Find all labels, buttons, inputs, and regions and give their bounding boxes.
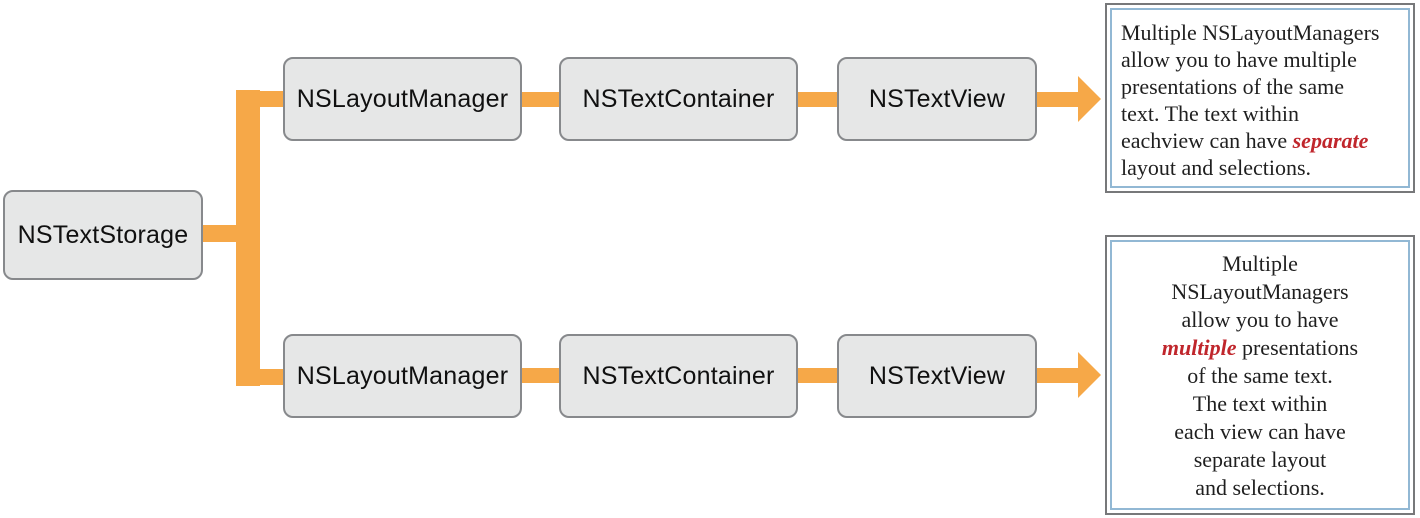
- connector-branch-top: [236, 91, 284, 107]
- note-line: The text within: [1192, 391, 1328, 416]
- note-line: of the same text.: [1187, 363, 1333, 388]
- arrow-bottom-shaft: [1036, 368, 1079, 383]
- note-line: allow you to have: [1181, 307, 1339, 332]
- node-nstextstorage: NSTextStorage: [3, 190, 203, 280]
- note-line: multiple presentations: [1161, 335, 1359, 360]
- note-line: Multiple: [1222, 251, 1298, 276]
- note-box-top-text: Multiple NSLayoutManagers allow you to h…: [1110, 8, 1410, 188]
- arrow-top-shaft: [1036, 92, 1079, 107]
- connector-bottom-1: [521, 368, 560, 383]
- note-line: separate layout: [1193, 447, 1327, 472]
- connector-branch-bottom: [236, 369, 284, 385]
- node-nslayoutmanager-top: NSLayoutManager: [283, 57, 522, 141]
- connector-bottom-2: [797, 368, 838, 383]
- note-box-bottom: Multiple NSLayoutManagers allow you to h…: [1105, 235, 1415, 515]
- emphasized-word: multiple: [1161, 335, 1237, 360]
- note-line: presentations of the same: [1121, 74, 1344, 99]
- node-nstextview-bottom: NSTextView: [837, 334, 1037, 418]
- node-nstextview-top: NSTextView: [837, 57, 1037, 141]
- note-line: Multiple NSLayoutManagers: [1121, 20, 1380, 45]
- node-nslayoutmanager-bottom: NSLayoutManager: [283, 334, 522, 418]
- note-line: NSLayoutManagers: [1171, 279, 1349, 304]
- connector-top-1: [521, 92, 560, 107]
- note-line: and selections.: [1195, 475, 1325, 500]
- note-line: eachview can have separate: [1121, 128, 1369, 153]
- note-line: allow you to have multiple: [1121, 47, 1357, 72]
- note-box-top: Multiple NSLayoutManagers allow you to h…: [1105, 3, 1415, 193]
- node-nstextcontainer-top: NSTextContainer: [559, 57, 798, 141]
- connector-top-2: [797, 92, 838, 107]
- emphasized-word: separate: [1292, 128, 1369, 153]
- note-line: text. The text within: [1121, 101, 1300, 126]
- node-nstextcontainer-bottom: NSTextContainer: [559, 334, 798, 418]
- note-line: each view can have: [1174, 419, 1346, 444]
- note-box-bottom-text: Multiple NSLayoutManagers allow you to h…: [1110, 240, 1410, 510]
- connector-trunk: [236, 90, 260, 386]
- arrowhead-top-icon: [1078, 76, 1101, 122]
- connector-root-stub: [200, 225, 242, 242]
- note-line: layout and selections.: [1121, 155, 1312, 180]
- arrowhead-bottom-icon: [1078, 352, 1101, 398]
